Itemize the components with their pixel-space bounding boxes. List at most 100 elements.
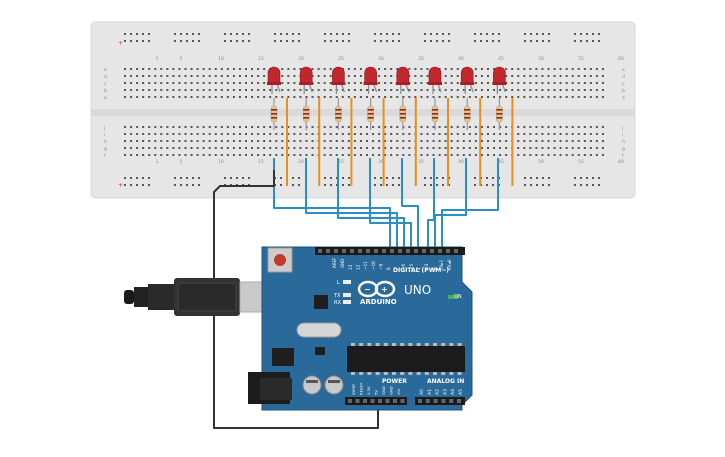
reset-button[interactable] [274, 254, 286, 266]
digital-pin-label: 2 [432, 267, 437, 270]
digital-pin-label: ~9 [378, 263, 383, 270]
digital-pin-label: ~5 [409, 263, 414, 270]
column-number: 45 [498, 159, 504, 165]
digital-pin-label: RX◂0 [447, 259, 452, 270]
rx-label: RX [334, 300, 341, 306]
row-letter: i [104, 132, 105, 138]
row-letter: j [621, 125, 623, 131]
row-letter: f [622, 153, 624, 159]
row-letter: h [622, 139, 625, 145]
digital-pin-label: ~10 [371, 261, 376, 270]
column-number: 40 [458, 56, 464, 62]
row-letter: e [104, 68, 107, 73]
signal-wire[interactable] [401, 158, 419, 248]
analog-pin-label: A4 [450, 389, 456, 395]
row-letter: b [622, 88, 625, 94]
row-letter: a [622, 96, 625, 101]
digital-pin-label: 12 [356, 264, 361, 270]
power-pin-label: IOREF [351, 384, 356, 395]
row-letter: d [104, 74, 107, 80]
row-letter: g [104, 147, 107, 152]
analog-pin-label: A2 [435, 389, 441, 395]
on-label: ON [454, 294, 462, 300]
analog-pin-label: A5 [458, 389, 464, 395]
svg-text:−: − [364, 285, 371, 294]
red-led[interactable] [493, 66, 506, 85]
column-number: 10 [218, 56, 224, 62]
analog-pin-label: A1 [427, 389, 433, 395]
column-number: 50 [538, 56, 544, 62]
analog-label: ANALOG IN [427, 378, 464, 385]
digital-pin-label: ~11 [363, 261, 368, 270]
column-number: 30 [378, 159, 384, 165]
power-pin-label: 3.3V [366, 386, 371, 395]
column-number: 1 [156, 159, 159, 165]
red-led[interactable] [332, 66, 345, 85]
analog-header[interactable] [415, 397, 465, 405]
red-led[interactable] [364, 66, 377, 85]
power-pin-label: 5V [374, 390, 379, 395]
row-letter: i [622, 132, 623, 138]
svg-text:+: + [381, 285, 388, 294]
power-pin-label: GND [381, 386, 386, 395]
power-header[interactable] [345, 397, 407, 405]
row-letter: f [104, 153, 106, 159]
signal-wire[interactable] [369, 158, 412, 248]
arduino-logo-icon: − + [357, 280, 396, 298]
column-number: 50 [538, 159, 544, 165]
digital-pin-label: 13 [348, 264, 353, 270]
svg-text:+: + [118, 182, 123, 189]
column-number: 20 [298, 159, 304, 165]
digital-pin-label: TX▸1 [439, 259, 444, 271]
red-led[interactable] [428, 66, 442, 85]
column-number: 35 [418, 159, 424, 165]
row-letter: a [104, 96, 107, 101]
row-letter: c [104, 82, 107, 87]
column-number: 10 [218, 159, 224, 165]
ground-wire[interactable] [213, 170, 379, 429]
red-led[interactable] [299, 66, 313, 85]
brand-text: ARDUINO [360, 298, 397, 306]
row-letter: c [622, 82, 625, 87]
column-number: 60 [618, 159, 624, 165]
model-text: UNO [404, 283, 431, 297]
digital-pin-label: ~3 [424, 263, 429, 270]
power-pin-label: RESET [359, 382, 364, 395]
analog-pin-label: A0 [419, 389, 425, 395]
power-pin-label: Vin [396, 388, 401, 395]
atmega-chip [347, 346, 465, 372]
gnd-label: GND [340, 259, 345, 268]
tx-label: TX [333, 293, 341, 299]
signal-wire[interactable] [441, 158, 499, 248]
digital-header-label: DIGITAL (PWM~) [393, 267, 449, 274]
red-led[interactable] [267, 66, 281, 85]
digital-pin-label: 7 [394, 267, 399, 270]
column-number: 60 [618, 56, 624, 62]
row-letter: b [104, 88, 107, 94]
signal-wire[interactable] [427, 158, 435, 248]
row-letter: g [622, 147, 625, 152]
signal-wire[interactable] [305, 158, 398, 248]
row-letter: d [622, 74, 625, 80]
signal-wire[interactable] [434, 158, 467, 248]
column-number: 15 [258, 159, 264, 165]
digital-pin-label: ~6 [401, 263, 406, 270]
power-label: POWER [382, 378, 407, 385]
svg-text:+: + [118, 40, 123, 47]
column-number: 45 [498, 56, 504, 62]
column-number: 25 [338, 56, 344, 62]
column-number: 25 [338, 159, 344, 165]
row-letter: j [103, 125, 105, 131]
column-number: 55 [578, 159, 584, 165]
column-number: 35 [418, 56, 424, 62]
red-led[interactable] [460, 66, 474, 85]
red-led[interactable] [396, 66, 410, 85]
digital-pin-label: 4 [416, 267, 421, 270]
wires [213, 158, 499, 429]
row-letter: e [622, 68, 625, 73]
column-number: 15 [258, 56, 264, 62]
aref-label: AREF [332, 257, 337, 268]
